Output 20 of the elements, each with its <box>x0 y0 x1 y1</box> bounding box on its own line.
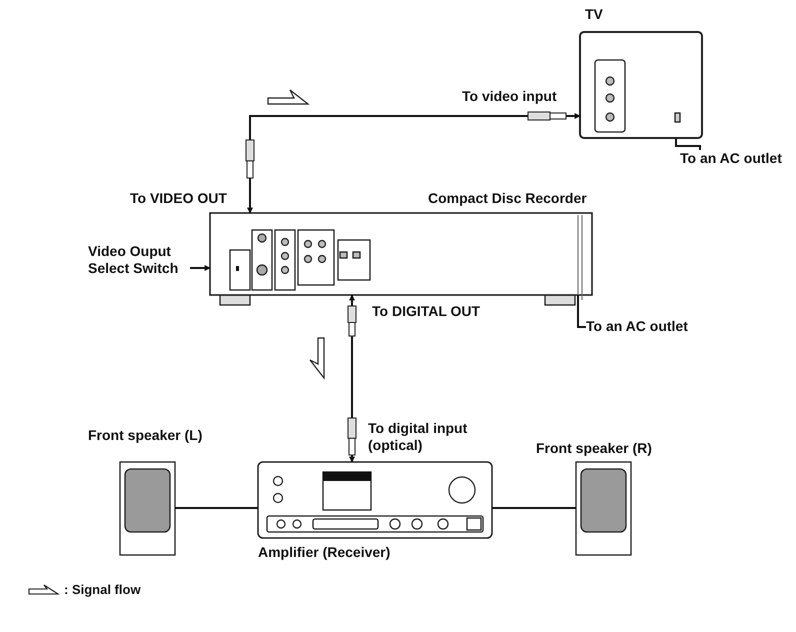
device-label: Amplifier (Receiver) <box>258 544 390 561</box>
cable <box>175 507 258 509</box>
cord-label: To an AC outlet <box>586 318 688 335</box>
legend-label: : Signal flow <box>64 582 141 597</box>
device-label: TV <box>585 6 603 23</box>
cord-label: To an AC outlet <box>680 150 782 167</box>
power-cord <box>675 138 701 150</box>
device-label: Front speaker (R) <box>536 440 652 457</box>
connection-label: To DIGITAL OUT <box>372 303 480 320</box>
callout-label: Video Ouput Select Switch <box>88 243 180 277</box>
device-label: Front speaker (L) <box>88 427 202 444</box>
connection-label: To video input <box>462 88 557 105</box>
cable <box>349 294 355 463</box>
power-cord <box>577 295 586 328</box>
connection-label: To VIDEO OUT <box>130 190 227 207</box>
power-cord <box>190 265 211 271</box>
connection-label: To digital input (optical) <box>368 420 468 454</box>
device-label: Compact Disc Recorder <box>428 190 587 207</box>
cable <box>247 113 581 214</box>
cable <box>492 507 576 509</box>
